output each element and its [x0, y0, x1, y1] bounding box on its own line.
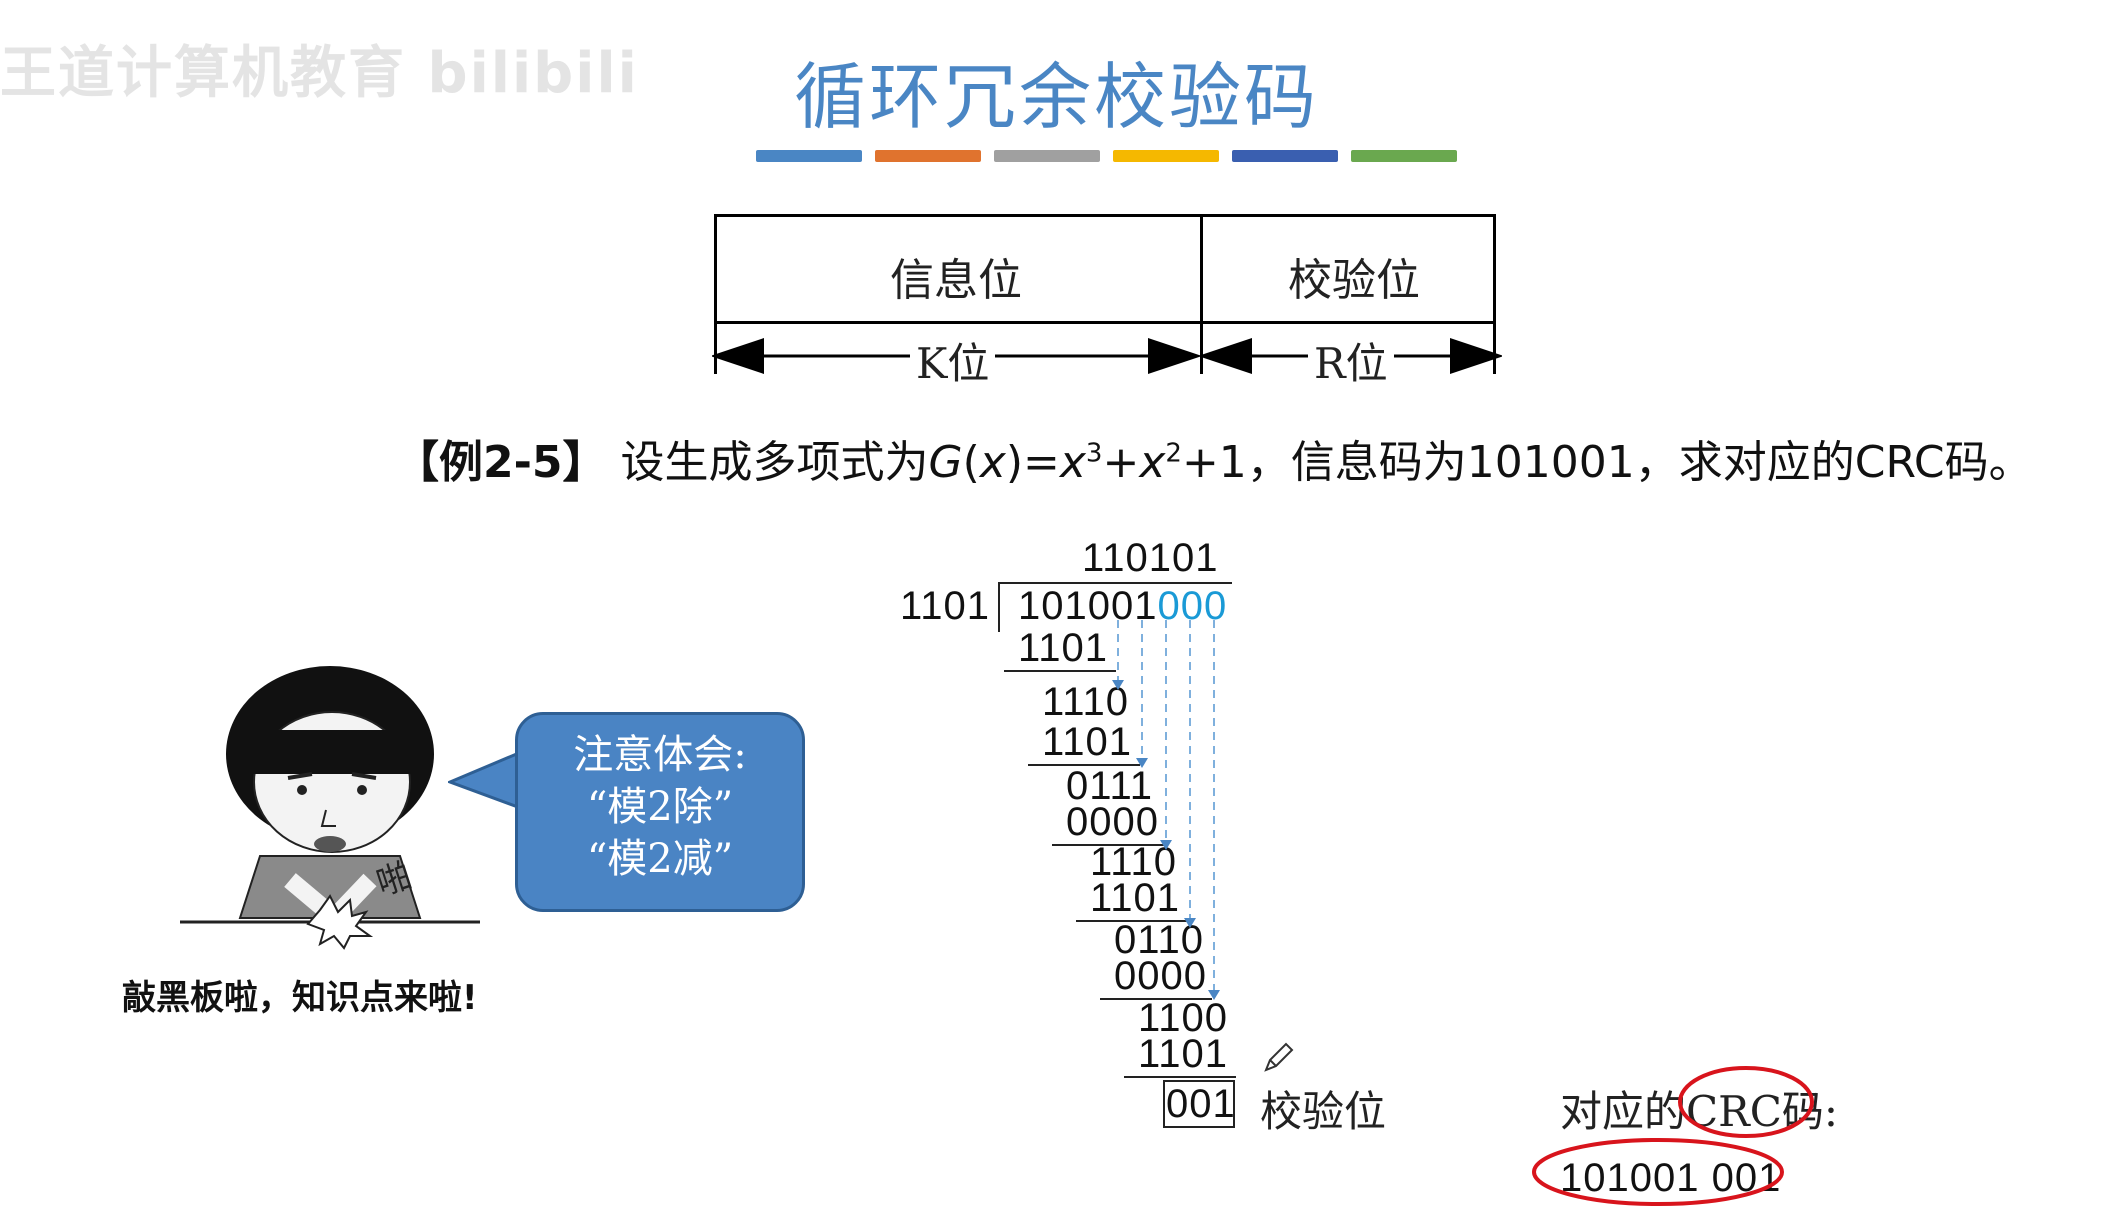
- color-bar-4: [1113, 150, 1219, 162]
- poly-paren-close: )=: [1006, 437, 1060, 488]
- color-bar-3: [994, 150, 1100, 162]
- poly-exp-2: 2: [1165, 438, 1182, 468]
- division-bracket: [998, 582, 1000, 632]
- width-tick-left: [714, 322, 717, 374]
- dropdown-guides: [1100, 620, 1240, 1000]
- poly-g: G: [929, 437, 963, 488]
- color-bar-5: [1232, 150, 1338, 162]
- width-tick-right: [1493, 322, 1496, 374]
- info-width-label: K位: [910, 330, 995, 391]
- division-step-1: 1101: [1018, 626, 1108, 671]
- width-tick-mid: [1200, 322, 1203, 374]
- divisor: 1101: [900, 584, 990, 629]
- pencil-icon: [1262, 1040, 1296, 1074]
- problem-text-tail: +1，信息码为101001，求对应的CRC码。: [1182, 437, 2033, 488]
- remainder: 001: [1166, 1082, 1236, 1127]
- poly-plus: +: [1102, 437, 1139, 488]
- meme-caption: 敲黑板啦，知识点来啦!: [122, 970, 478, 1019]
- poly-term-x3: x: [1060, 437, 1086, 488]
- info-bits-label: 信息位: [890, 244, 1022, 308]
- remainder-label: 校验位: [1260, 1078, 1386, 1139]
- color-bar-1: [756, 150, 862, 162]
- speech-bubble: 注意体会: “模2除” “模2减”: [515, 712, 805, 912]
- meme-character-icon: [180, 660, 480, 950]
- poly-exp-3: 3: [1086, 438, 1103, 468]
- check-width-label: R位: [1308, 330, 1394, 391]
- poly-term-x2: x: [1139, 437, 1165, 488]
- problem-tag: 【例2-5】: [395, 437, 607, 488]
- poly-x: x: [980, 437, 1006, 488]
- problem-text-a: 设生成多项式为: [621, 437, 929, 488]
- poly-paren-open: (: [963, 437, 980, 488]
- crc-label-circle: [1680, 1068, 1812, 1136]
- crc-value-circle: [1534, 1140, 1782, 1204]
- bubble-line-1: 注意体会:: [518, 729, 802, 781]
- quotient: 110101: [1082, 536, 1219, 581]
- check-bits-label: 校验位: [1288, 244, 1420, 308]
- color-bar-6: [1351, 150, 1457, 162]
- color-bar-2: [875, 150, 981, 162]
- bubble-line-3: “模2减”: [518, 833, 802, 885]
- division-step-11: 1101: [1138, 1032, 1228, 1077]
- red-circle-annotations: [1530, 1040, 1830, 1208]
- slide-title: 循环冗余校验码: [0, 38, 2113, 143]
- bubble-line-2: “模2除”: [518, 781, 802, 833]
- problem-statement: 【例2-5】设生成多项式为G(x)=x3+x2+1，信息码为101001，求对应…: [395, 426, 2033, 490]
- subtraction-line-11: [1124, 1076, 1236, 1078]
